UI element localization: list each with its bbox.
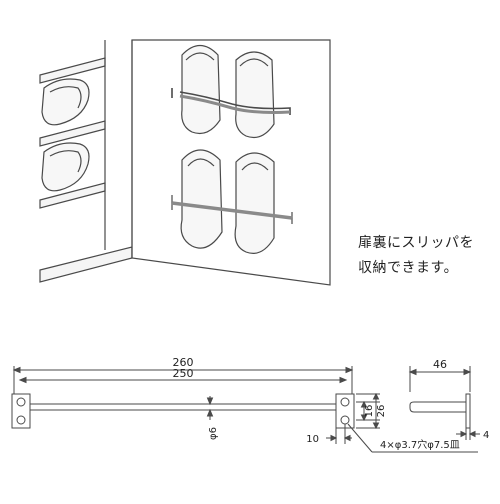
door-panel: [131, 39, 331, 286]
label-260: 260: [173, 356, 194, 369]
upper-slippers: [181, 44, 275, 139]
label-screw-note: 4×φ3.7穴φ7.5皿: [380, 438, 460, 451]
left-bracket: [11, 393, 31, 429]
caption-line-1: 扉裏にスリッパを: [358, 235, 474, 251]
cabinet-shelves: [39, 40, 133, 283]
caption-line-2: 収納できます。: [358, 260, 459, 276]
side-view-drawing: [408, 366, 480, 440]
upper-rod: [171, 88, 291, 115]
left-screw-hole-top: [16, 397, 26, 407]
side-rod-profile: [409, 401, 467, 413]
label-250-text: 250: [173, 367, 194, 380]
shelf-slippers: [41, 78, 90, 192]
side-plate: [465, 393, 471, 429]
right-screw-hole-top: [340, 397, 350, 407]
lower-rod: [171, 195, 293, 224]
screw-note-leader: [347, 423, 373, 453]
lower-slippers: [180, 149, 275, 254]
label-26: 26: [376, 405, 387, 418]
right-bracket: [335, 393, 355, 429]
shoe-cabinet-illustration: [39, 39, 331, 286]
label-46: 46: [433, 358, 447, 371]
left-screw-hole-bottom: [16, 415, 26, 425]
label-16: 16: [364, 405, 375, 418]
label-10: 10: [306, 434, 319, 445]
label-rod-diameter: φ6: [208, 427, 219, 440]
front-view-drawing: [11, 366, 478, 453]
label-4: 4: [483, 430, 489, 441]
